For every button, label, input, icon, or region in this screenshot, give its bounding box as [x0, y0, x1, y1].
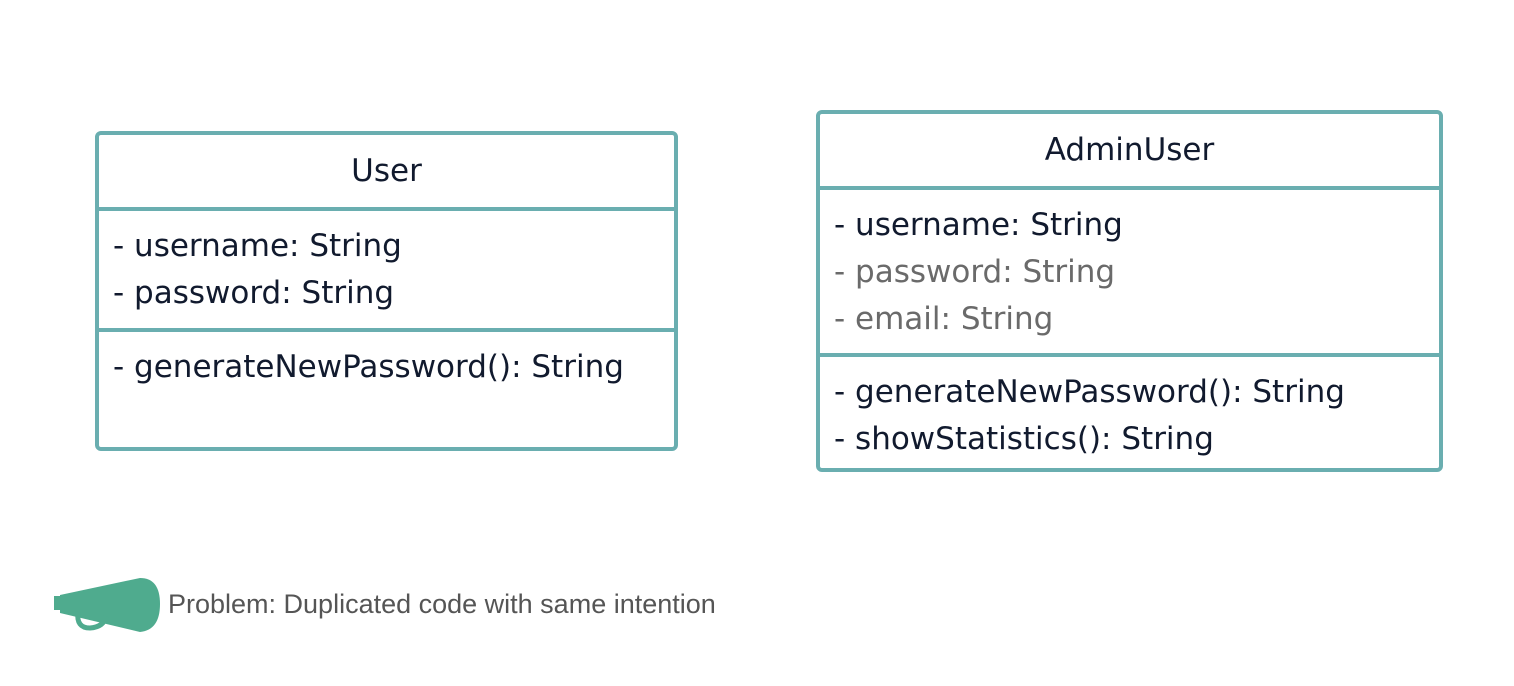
problem-note: Problem: Duplicated code with same inten…: [52, 570, 716, 638]
attribute-username: - username: String: [113, 228, 402, 264]
attribute-password: - password: String: [113, 275, 395, 311]
megaphone-icon: [52, 572, 162, 636]
attribute-password: - password: String: [834, 254, 1116, 290]
attribute-username: - username: String: [834, 207, 1123, 243]
class-methods: - generateNewPassword(): String - showSt…: [820, 357, 1439, 463]
attribute-email: - email: String: [834, 301, 1054, 337]
problem-text: Problem: Duplicated code with same inten…: [168, 588, 716, 619]
method-show-statistics: - showStatistics(): String: [834, 421, 1214, 457]
class-name: User: [99, 135, 674, 211]
class-attributes: - username: String - password: String - …: [820, 190, 1439, 357]
class-attributes: - username: String - password: String: [99, 211, 674, 332]
method-generate-new-password: - generateNewPassword(): String: [834, 374, 1345, 410]
class-box-user: User - username: String - password: Stri…: [95, 131, 678, 451]
class-box-admin-user: AdminUser - username: String - password:…: [816, 110, 1443, 472]
class-methods: - generateNewPassword(): String: [99, 332, 674, 391]
method-generate-new-password: - generateNewPassword(): String: [113, 349, 624, 385]
class-name: AdminUser: [820, 114, 1439, 190]
